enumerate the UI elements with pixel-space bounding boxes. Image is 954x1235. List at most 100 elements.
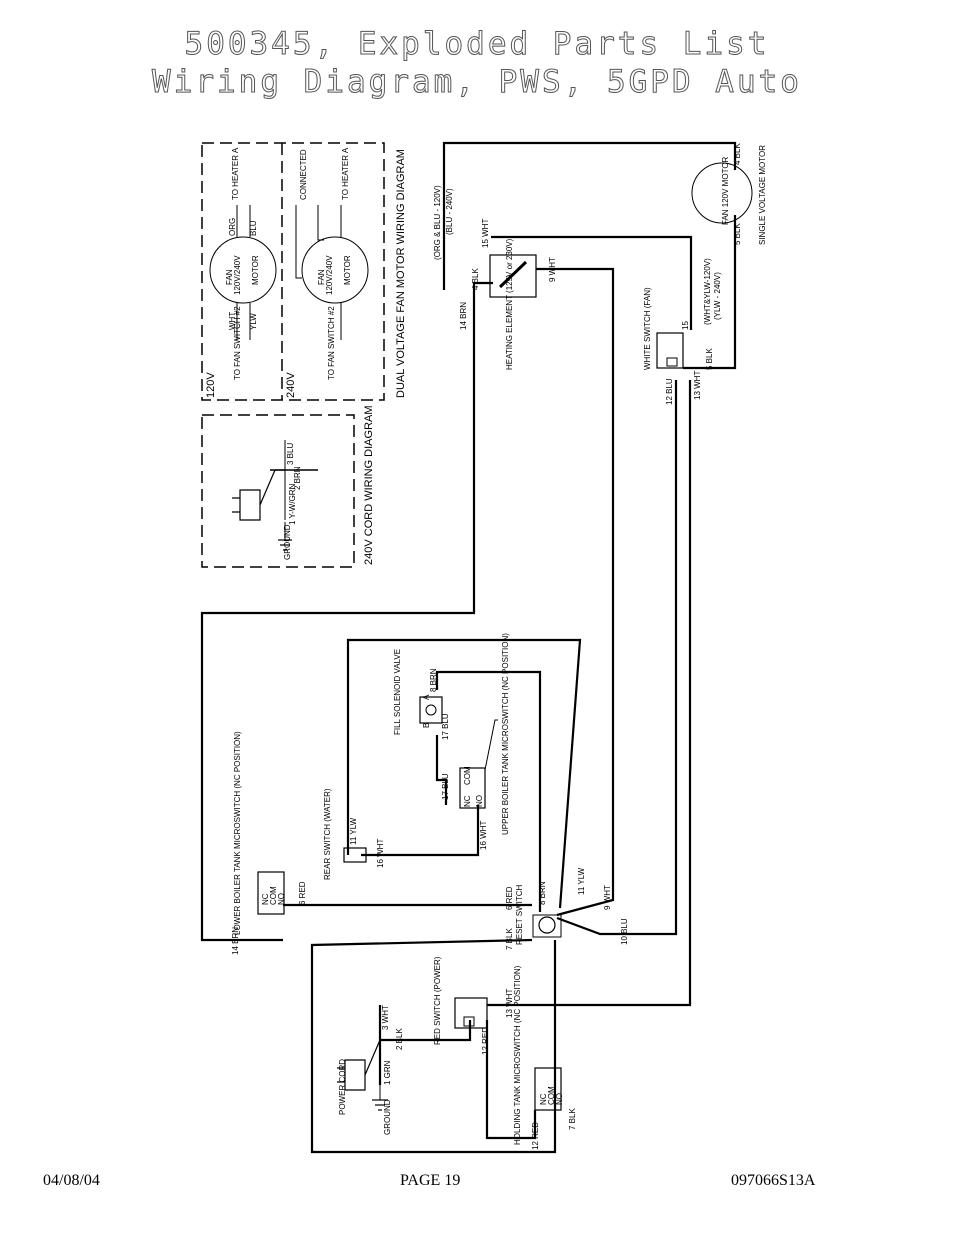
reset-switch-label: RESET SWITCH (515, 884, 524, 945)
heating-element-label: HEATING ELEMENT (125V or 230V) (505, 238, 514, 370)
upper-switch-nc: NC (463, 795, 472, 807)
inset-fan-motor-120-line1: FAN (225, 269, 234, 285)
solenoid-pin-b: B (422, 723, 431, 728)
wire-label-w4: 4 BLK (733, 143, 742, 165)
wire-label-w3wht: 3 WHT (381, 1005, 390, 1030)
holding-tank-label: HOLDING TANK MICROSWITCH (NC POSITION) (513, 965, 522, 1145)
wire-label-org-blu: (ORG & BLU - 120V) (433, 185, 442, 260)
inset-connected-label: CONNECTED (299, 149, 308, 200)
single-motor-caption: SINGLE VOLTAGE MOTOR (758, 145, 767, 245)
white-switch-symbol (656, 332, 684, 369)
wire-label-w16: 16 WHT (376, 839, 385, 868)
rear-switch-label: REAR SWITCH (WATER) (323, 788, 332, 880)
inset-to-heater-120: TO HEATER A (231, 147, 240, 200)
lower-switch-no: NO (277, 893, 286, 905)
power-cord-plug (337, 1039, 381, 1091)
red-switch-label: RED SWITCH (POWER) (433, 956, 442, 1045)
holding-switch-com: COM (547, 1086, 556, 1105)
solenoid-pin-a: A (422, 694, 431, 700)
fan-motor-120-symbol (209, 236, 277, 304)
single-motor-symbol (691, 162, 753, 224)
inset-cord-w2: 2 BRN (293, 466, 302, 490)
wire-label-w9wht: 9 WHT (603, 885, 612, 910)
lower-switch-nc: NC (261, 893, 270, 905)
inset-wire-wht: WHT (228, 312, 237, 330)
inset-fan-motor-120-line3: MOTOR (251, 255, 260, 285)
inset-wire-org: ORG (228, 218, 237, 236)
wire-label-blu-240: (BLU - 240V) (445, 188, 454, 235)
lower-boiler-label: LOWER BOILER TANK MICROSWITCH (NC POSITI… (233, 731, 242, 935)
inset-240v-label: 240V (285, 372, 297, 398)
wire-label-w12red: 12 RED (481, 1027, 490, 1055)
upper-switch-com: COM (463, 766, 472, 785)
single-motor-body: FAN 120V MOTOR (721, 156, 730, 225)
wire-label-w5: 5 BLK (733, 223, 742, 245)
wire-label-w8brn: 8 BRN (429, 668, 438, 692)
inset-to-fan-switch-240: TO FAN SWITCH #2 (327, 306, 336, 380)
wire-label-w12r: 12 RED (531, 1122, 540, 1150)
wire-label-w7: 7 BLK (568, 1108, 577, 1130)
wire-label-w12blu: 12 BLU (665, 378, 674, 405)
power-cord-label: POWER CORD (338, 1059, 347, 1115)
wire-label-w14: 14 BRN (231, 927, 240, 955)
wire-label-w13: 13 WHT (505, 989, 514, 1018)
wire-label-w14-brn: 14 BRN (459, 302, 468, 330)
lower-boiler-switch-symbol (257, 871, 285, 915)
inset-fan-motor-240-line2: 120V/240V (325, 255, 334, 295)
footer-date: 04/08/04 (43, 1172, 100, 1189)
wire-label-w10blu: 10 BLU (620, 918, 629, 945)
wire-8-brn (435, 670, 542, 912)
inset-cord-caption: 240V CORD WIRING DIAGRAM (363, 405, 375, 565)
wire-label-ylw240: (YLW - 240V) (713, 272, 722, 320)
inset-cord-plug (232, 469, 285, 521)
inset-wire-ylw: YLW (249, 313, 258, 330)
upper-boiler-switch-symbol (459, 767, 486, 809)
page-subtitle: Wiring Diagram, PWS, 5GPD Auto (152, 64, 802, 101)
wire-ylw-240 (683, 215, 737, 370)
wire-label-w13wht: 13 WHT (693, 371, 702, 400)
wire-label-w9: 9 WHT (548, 257, 557, 282)
red-switch-symbol (454, 997, 488, 1029)
inset-wire-blu: BLU (249, 220, 258, 236)
inset-cord-w1: 1 Y-W/GRN (288, 483, 297, 525)
fill-solenoid-symbol (419, 696, 443, 724)
wire-label-w1grn: 1 GRN (383, 1060, 392, 1085)
fan-motor-240-symbol (301, 236, 369, 304)
wire-label-w7blk: 7 BLK (505, 928, 514, 950)
inset-to-fan-switch-120: TO FAN SWITCH #2 (233, 306, 242, 380)
heating-element-symbol (489, 254, 537, 298)
ground-label: GROUND (383, 1099, 392, 1135)
wire-label-whylw: (WHT&YLW-120V) (703, 258, 712, 325)
inset-cord-w3: 3 BLU (286, 443, 295, 465)
wire-12-red (485, 1020, 537, 1140)
wire-17-blu (435, 735, 448, 805)
upper-switch-no: NO (475, 795, 484, 807)
inset-fan-motor-120-line2: 120V/240V (233, 255, 242, 295)
wire-label-w17blu: 17 BLU (441, 713, 450, 740)
holding-switch-no: NO (555, 1093, 564, 1105)
inset-fan-motor-240-line3: MOTOR (343, 255, 352, 285)
wire-9-wht (536, 267, 615, 917)
holding-switch-nc: NC (539, 1093, 548, 1105)
white-switch-label: WHITE SWITCH (FAN) (643, 287, 652, 370)
lower-switch-com: COM (269, 886, 278, 905)
inset-cord-box (201, 414, 355, 568)
upper-boiler-label: UPPER BOILER TANK MICROSWITCH (NC POSITI… (501, 633, 510, 835)
wire-label-w4-blk: 4 BLK (471, 268, 480, 290)
wire-power-blk (380, 1020, 472, 1042)
inset-fan-caption: DUAL VOLTAGE FAN MOTOR WIRING DIAGRAM (395, 149, 407, 398)
wire-label-w11: 11 YLW (577, 867, 586, 895)
holding-tank-switch-symbol (534, 1067, 562, 1111)
inset-120v-label: 120V (205, 372, 217, 398)
inset-to-heater-240: TO HEATER A (341, 147, 350, 200)
wire-top-loop (442, 141, 737, 290)
wire-label-w15b: 15 (681, 321, 690, 330)
wire-16-wht (361, 805, 480, 857)
wire-14-brn (200, 281, 493, 942)
fill-solenoid-label: FILL SOLENOID VALVE (393, 649, 402, 735)
inset-fan-motor-240-line1: FAN (317, 269, 326, 285)
wire-label-w11ylw: 11 YLW (349, 817, 358, 845)
inset-cord-ground: GROUND (283, 524, 292, 560)
wire-label-w15: 15 WHT (481, 219, 490, 248)
